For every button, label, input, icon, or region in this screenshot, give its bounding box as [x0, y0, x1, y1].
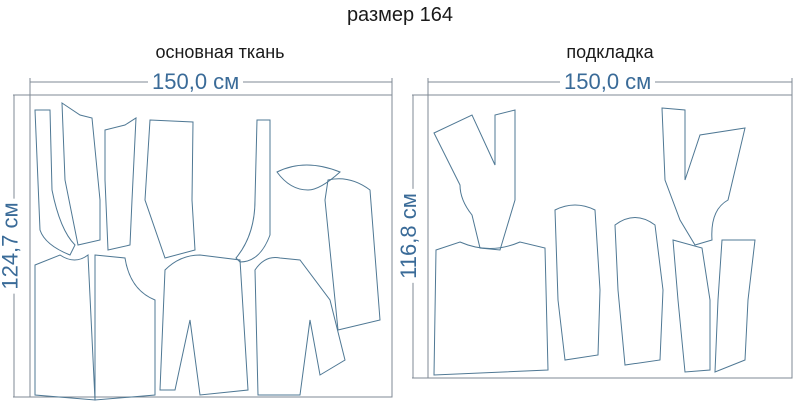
main-fabric-label: основная ткань: [155, 42, 285, 62]
main-fabric-height-dimension: 124,7 см: [0, 198, 23, 294]
size-title: размер 164: [346, 4, 454, 26]
lining-height-dimension: 116,8 см: [396, 189, 421, 283]
main-fabric-frame: [29, 94, 393, 398]
lining-frame: [427, 94, 793, 379]
lining-width-dimension: 150,0 см: [560, 70, 656, 94]
main-fabric-width-dimension: 150,0 см: [148, 70, 244, 94]
lining-label: подкладка: [566, 42, 654, 62]
